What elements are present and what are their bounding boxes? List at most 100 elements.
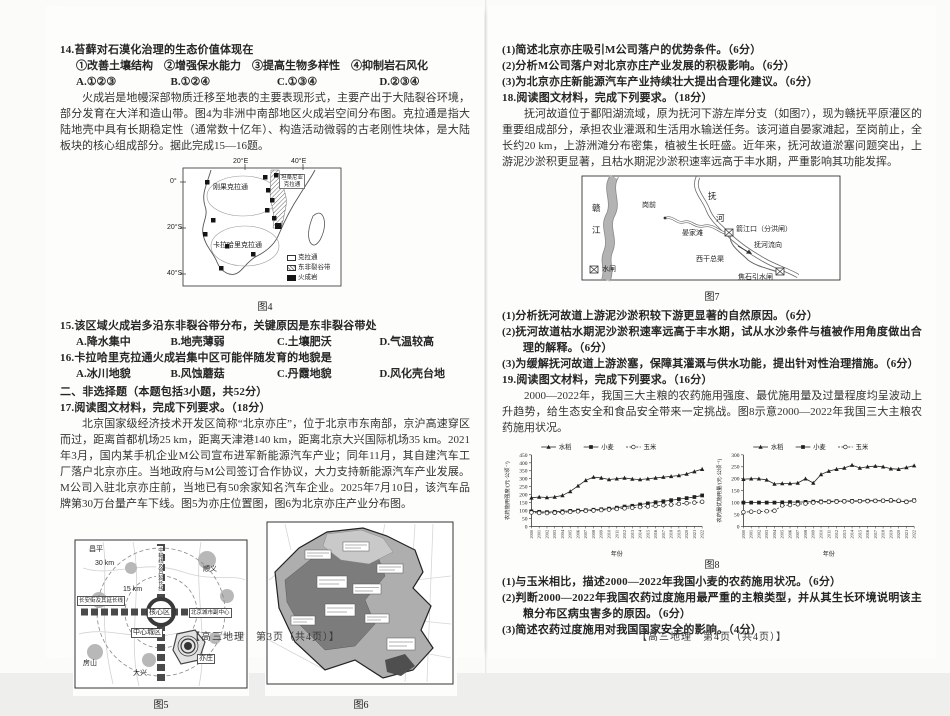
svg-text:2004: 2004 [560,529,565,538]
gan-river-label-1: 赣 [592,203,601,213]
svg-text:2008: 2008 [591,530,596,539]
jiaoshi-gate-label: 焦石引水闸 [738,274,773,281]
figure-4: 20°E 40°E 0° 20°S 40°S 刚果克拉通 坦桑尼亚克拉通 卡拉哈… [60,158,470,316]
svg-text:350: 350 [519,469,527,475]
option-d: D.风化壳台地 [379,368,446,380]
africa-craton-map [180,164,342,287]
svg-text:50: 50 [734,512,740,518]
page-gutter [485,0,487,673]
option-c: C.丹霞地貌 [276,368,332,380]
fuhe-channel-map [581,174,841,282]
option-b: B.地壳薄弱 [170,336,225,348]
question-14-items: ①改善土壤结构 ②增强保水能力 ③提高生物多样性 ④抑制岩石风化 [76,60,428,72]
gan-river-label-2: 江 [592,225,601,235]
yanjiatan-label: 晏家滩 [682,230,703,237]
flow-direction-label: 抚河流向 [754,242,782,249]
question-16-options: A.冰川地貌 B.风蚀蘑菇 C.丹霞地貌 D.风化壳台地 [60,366,470,382]
changping-label: 昌平 [89,546,103,553]
figure-7-caption: 图7 [704,292,720,303]
svg-text:2016: 2016 [865,529,870,538]
svg-text:250: 250 [731,465,739,471]
svg-text:2002: 2002 [756,530,761,539]
figure-6: 图6 [265,520,457,714]
question-19-sub-2: (2)判断2000—2022年我国农药过度施用最严重的主粮类型，并从其生长环境说… [502,592,922,620]
svg-text:小麦: 小麦 [601,442,614,451]
fu-river-label-1: 抚 [708,191,717,201]
svg-text:2005: 2005 [780,530,785,539]
svg-text:2000: 2000 [741,530,746,539]
svg-text:2007: 2007 [583,529,588,538]
question-17-passage: 北京国家级经济技术开发区简称“北京亦庄”，位于北京市东南部，京沪高速穿区而过，距… [60,418,470,510]
svg-text:2005: 2005 [568,530,573,539]
lon-label-40e: 40°E [291,158,307,165]
svg-text:2000: 2000 [529,530,534,539]
svg-text:农药最优施用量/(元·公顷⁻¹): 农药最优施用量/(元·公顷⁻¹) [715,458,723,522]
svg-text:200: 200 [731,477,739,483]
core-area-label: 核心区 [147,608,172,618]
svg-text:150: 150 [731,489,739,495]
question-16-stem: 16.卡拉哈里克拉通火成岩集中区可能伴随发育的地貌是 [60,352,332,364]
svg-text:年份: 年份 [823,550,835,558]
svg-text:玉米: 玉米 [856,442,869,451]
svg-text:2011: 2011 [614,530,619,538]
question-17-sub-1: (1)简述北京亦庄吸引M公司落户的优势条件。（6分） [502,44,762,56]
option-d: D.②③④ [379,76,420,88]
lat-label-40s: 40°S [167,270,183,277]
svg-text:100: 100 [519,509,527,515]
figure-5: 昌平 30 km 顺义 15 km 中轴线及其延长线 长安街及其延长线 核心区 … [73,538,249,714]
option-a: A.降水集中 [76,336,131,348]
figures-5-6-row: 昌平 30 km 顺义 15 km 中轴线及其延长线 长安街及其延长线 核心区 … [60,516,470,716]
figure-7: 赣 江 抚 河 岗前 晏家滩 箭江口（分洪闸） 抚河流向 西干总渠 焦石引水闸 … [502,174,922,306]
radius-30km-label: 30 km [95,560,115,567]
question-19-heading: 19.阅读图文材料，完成下列要求。（16分） [502,374,713,386]
lon-label-20e: 20°E [233,158,249,165]
legend-igneous: 火成岩 [287,270,318,286]
svg-text:2015: 2015 [645,530,650,539]
congo-craton-label: 刚果克拉通 [213,184,248,191]
option-b: B.①②④ [170,76,211,88]
svg-text:0: 0 [525,524,528,530]
legend-craton: 克拉通 [287,250,318,266]
section-2-heading: 二、非选择题（本题包括3小题，共52分） [60,386,268,398]
option-d: D.气温较高 [379,336,435,348]
svg-text:300: 300 [519,477,527,483]
svg-text:2009: 2009 [811,530,816,539]
question-14-stem: 14.苔藓对石漠化治理的生态价值体现在 [60,44,254,56]
exam-page-3: 14.苔藓对石漠化治理的生态价值体现在 ①改善土壤结构 ②增强保水能力 ③提高生… [46,6,484,711]
svg-text:2001: 2001 [537,530,542,539]
igneous-swatch [287,275,296,281]
svg-text:水稻: 水稻 [771,442,784,451]
option-b: B.风蚀蘑菇 [170,368,225,380]
question-17-sub-3: (3)为北京亦庄新能源汽车产业持续壮大提出合理化建议。（6分） [502,76,819,88]
svg-text:2022: 2022 [912,530,917,539]
gangqian-label: 岗前 [642,202,656,209]
option-c: C.土壤肥沃 [276,336,332,348]
subcenter-label: 北京城市副中心 [189,608,232,618]
figure-8-caption: 图8 [704,560,720,571]
legend-rift: 东非裂谷带 [287,260,331,276]
svg-text:2007: 2007 [795,529,800,538]
svg-text:2022: 2022 [700,530,705,539]
west-main-canal-label: 西干总渠 [696,256,724,263]
svg-text:2020: 2020 [684,530,689,539]
svg-text:2012: 2012 [834,530,839,539]
passage-igneous-rock: 火成岩是地幔深部物质迁移至地表的主要表现形式，主要产出于大陆裂谷环境，部分发育在… [60,92,470,152]
svg-text:2010: 2010 [607,530,612,539]
svg-text:2017: 2017 [873,529,878,538]
central-city-label: 中心城区 [131,628,163,638]
rift-swatch [287,265,296,271]
question-18-passage: 抚河故道位于鄱阳湖流域，原为抚河下游左岸分支（如图7），现为赣抚平原灌区的重要组… [502,108,922,168]
svg-text:2004: 2004 [772,529,777,538]
page-4-footer: 【高三地理 第4页（共4页）】 [637,632,787,643]
svg-text:150: 150 [519,501,527,507]
svg-text:2013: 2013 [630,530,635,539]
page-3-footer: 【高三地理 第3页（共4页）】 [190,632,340,643]
svg-text:2015: 2015 [857,530,862,539]
svg-text:2019: 2019 [676,530,681,539]
svg-text:2006: 2006 [575,529,580,538]
svg-text:200: 200 [519,493,527,499]
svg-text:小麦: 小麦 [813,442,826,451]
